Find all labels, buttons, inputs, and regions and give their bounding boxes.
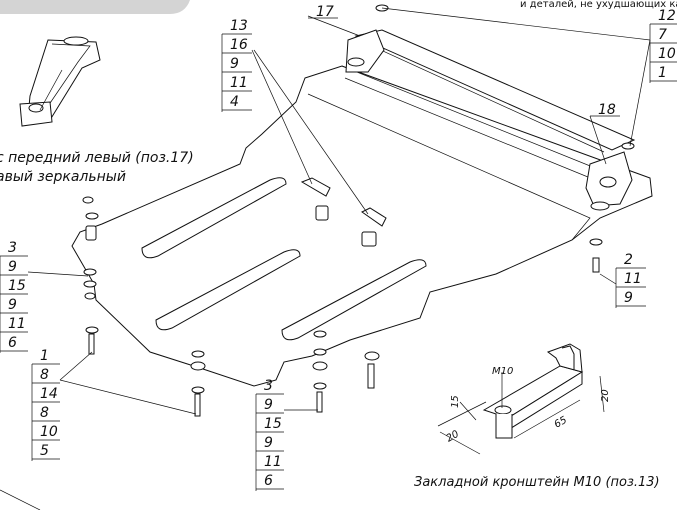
front-left-bracket-sketch [19,36,101,127]
callout-number: 9 [264,397,273,413]
callout-17: 17 [308,4,338,20]
callout-number: 11 [264,454,282,470]
callout-number: 11 [8,316,26,332]
rear-crossbar [345,29,636,211]
callout-number: 10 [40,424,58,440]
callout-number: 9 [230,56,239,72]
callout-13-stack: 13 16 9 11 4 [221,18,252,112]
callout-number: 11 [624,271,642,287]
callout-number: 6 [8,335,17,351]
dim-m10: M10 [492,366,513,377]
callout-number: 10 [658,46,676,62]
dim-20-right: 20 [600,389,611,402]
skid-plate [71,65,653,387]
svg-text:17: 17 [316,4,334,20]
svg-text:18: 18 [598,102,616,118]
leader-lines [27,7,651,415]
callout-3-bottom-stack: 3 9 15 9 11 6 [255,378,284,491]
callout-number: 1 [40,348,49,364]
bolts-and-nuts [82,4,635,417]
callout-number: 7 [658,27,667,43]
callout-3-left-stack: 3 9 15 9 11 6 [0,240,28,353]
caption-left-bracket-line1: с передний левый (поз.17) [0,150,194,166]
header-tab [0,0,190,14]
callout-number: 15 [264,416,282,432]
callout-18: 18 [590,102,620,118]
callout-number: 11 [230,75,248,91]
caption-embedded-bracket: Закладной кронштейн М10 (поз.13) [414,475,660,490]
dim-15: 15 [450,395,461,408]
callout-number: 14 [40,386,58,402]
callout-12-stack: 12 7 10 1 [649,8,677,83]
callout-number: 8 [40,405,49,421]
dim-65: 65 [553,415,570,431]
top-note: и деталей, не ухудшающих кач [520,0,677,10]
callout-number: 9 [264,435,273,451]
callout-number: 2 [624,252,633,268]
callout-number: 6 [264,473,273,489]
callout-number: 5 [40,443,49,459]
callout-number: 3 [264,378,273,394]
embedded-bracket-detail [437,343,605,455]
callout-number: 4 [230,94,239,110]
callout-number: 3 [8,240,17,256]
callout-number: 1 [658,65,667,81]
callout-number: 9 [8,297,17,313]
callout-number: 15 [8,278,26,294]
callout-number: 16 [230,37,248,53]
callout-1-stack: 1 8 14 8 10 5 [31,348,60,461]
callout-number: 9 [624,290,633,306]
callout-number: 8 [40,367,49,383]
callout-number: 12 [658,8,676,24]
callout-number: 13 [230,18,248,34]
caption-left-bracket-line2: авый зеркальный [0,169,126,185]
callout-2-stack: 2 11 9 [615,252,646,308]
callout-number: 9 [8,259,17,275]
edge-line [0,489,41,511]
